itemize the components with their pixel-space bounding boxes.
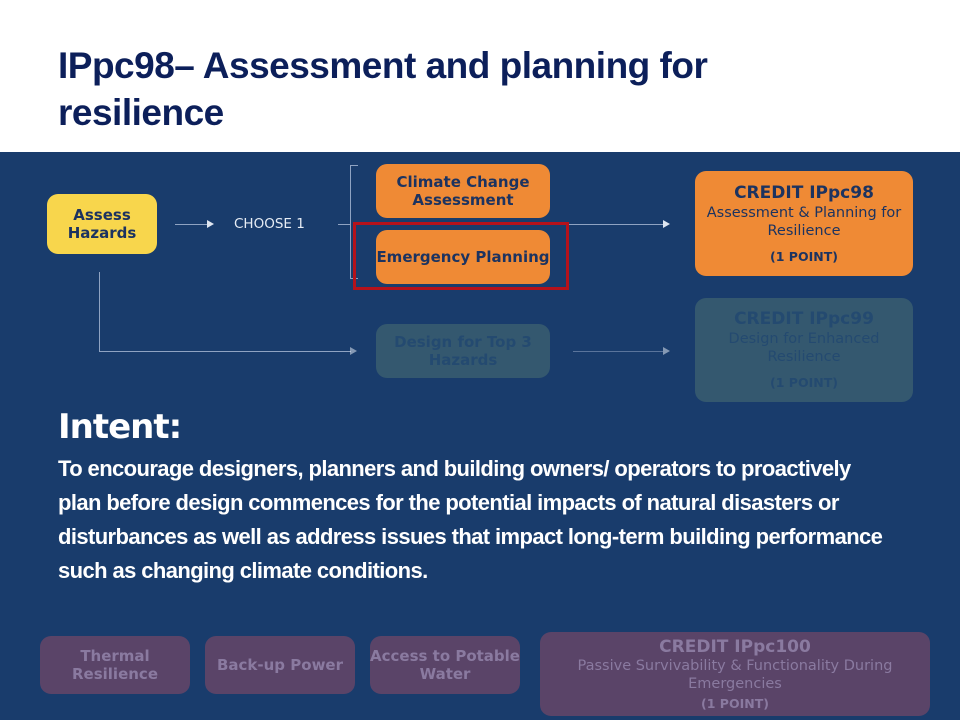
credit-ippc99-box: CREDIT IPpc99 Design for Enhanced Resili… (695, 298, 913, 402)
credit-points: (1 POINT) (701, 695, 769, 711)
choose-label: CHOOSE 1 (234, 216, 305, 232)
credit-points: (1 POINT) (770, 248, 838, 264)
credit-ippc100-box: CREDIT IPpc100 Passive Survivability & F… (540, 632, 930, 716)
backup-power-box: Back-up Power (205, 636, 355, 694)
credit-subtitle: Assessment & Planning for Resilience (706, 204, 902, 239)
potable-water-box: Access to Potable Water (370, 636, 520, 694)
arrow-icon (350, 347, 357, 355)
assess-hazards-box: Assess Hazards (47, 194, 157, 254)
connector-line (99, 351, 351, 352)
bracket-line (350, 165, 351, 279)
intent-text: To encourage designers, planners and bui… (58, 456, 883, 583)
thermal-resilience-box: Thermal Resilience (40, 636, 190, 694)
credit-subtitle: Design for Enhanced Resilience (728, 331, 880, 365)
arrow-icon (207, 220, 214, 228)
intent-heading: Intent: (58, 407, 182, 447)
credit-subtitle: Passive Survivability & Functionality Du… (577, 657, 893, 692)
bracket-line (338, 224, 350, 225)
connector-line (99, 272, 100, 351)
highlight-frame (353, 222, 569, 290)
credit-points: (1 POINT) (770, 375, 838, 390)
credit-ippc98-box: CREDIT IPpc98 Assessment & Planning for … (695, 171, 913, 276)
credit-title: CREDIT IPpc98 (734, 182, 874, 203)
connector-line (175, 224, 208, 225)
climate-change-box: Climate Change Assessment (376, 164, 550, 218)
arrow-icon (663, 347, 670, 355)
arrow-icon (663, 220, 670, 228)
emergency-planning-box: Emergency Planning (376, 230, 550, 284)
credit-title: CREDIT IPpc100 (659, 636, 811, 657)
design-top3-box: Design for Top 3 Hazards (376, 324, 550, 378)
credit-title: CREDIT IPpc99 (734, 309, 874, 329)
connector-line (573, 351, 663, 352)
slide-title: IPpc98– Assessment and planning for resi… (58, 45, 708, 133)
connector-line (569, 224, 663, 225)
bracket-line (350, 165, 358, 166)
